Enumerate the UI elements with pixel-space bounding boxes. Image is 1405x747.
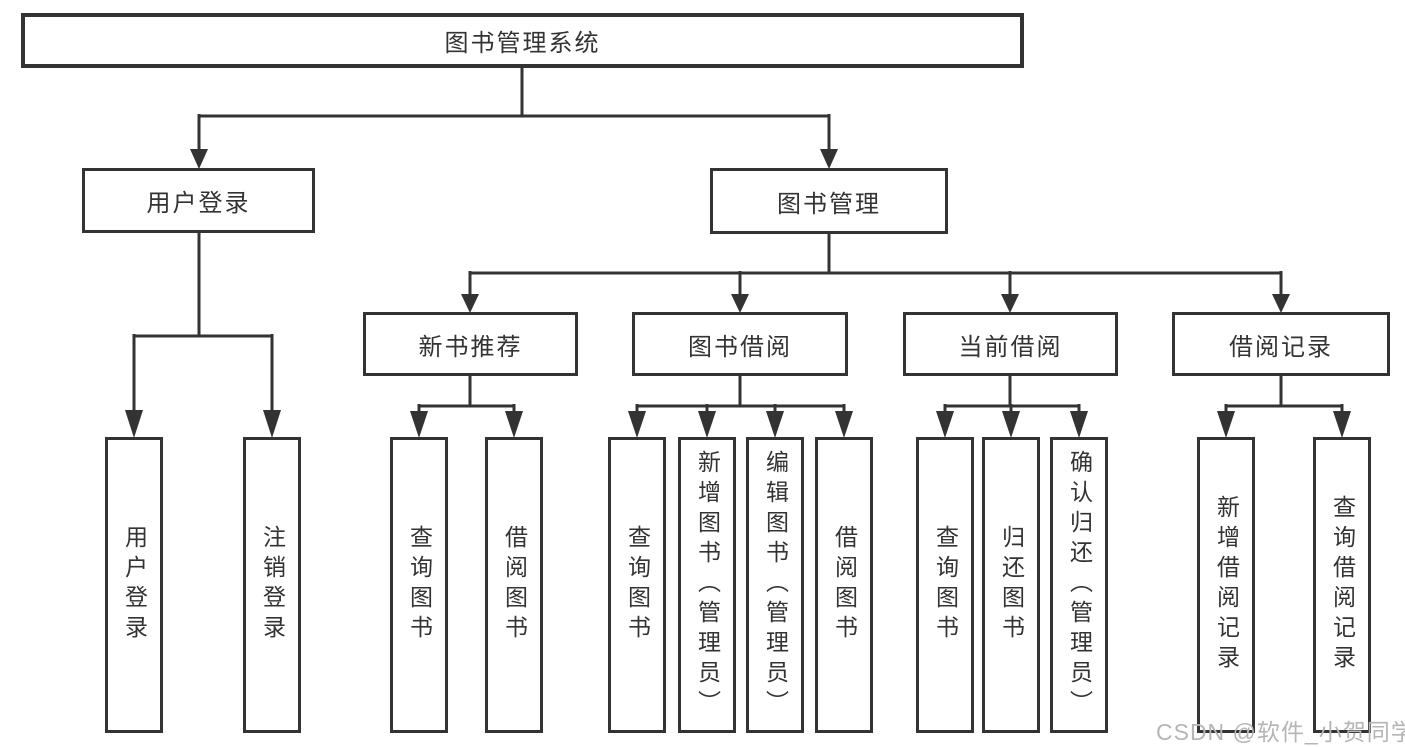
node-leaf-edit-books-admin: 编辑图书（管理员） xyxy=(746,437,804,733)
node-book-borrow: 图书借阅 xyxy=(632,312,848,376)
node-new-book-recommend: 新书推荐 xyxy=(363,312,578,376)
node-leaf-confirm-return-admin: 确认归还（管理员） xyxy=(1050,437,1108,733)
node-book-management: 图书管理 xyxy=(710,168,948,234)
connector-root-to-level2 xyxy=(197,68,831,152)
node-label: 新书推荐 xyxy=(418,333,523,361)
connector-current-borrow-to-leaves xyxy=(943,376,1081,414)
node-current-borrow: 当前借阅 xyxy=(903,312,1118,376)
node-leaf-query-books: 查询图书 xyxy=(390,437,448,733)
node-label: 注销登录 xyxy=(259,525,286,645)
node-leaf-add-borrow-record: 新增借阅记录 xyxy=(1197,437,1255,733)
node-library-management-system: 图书管理系统 xyxy=(21,13,1024,68)
arrow-down-icon xyxy=(1002,411,1020,438)
node-label: 用户登录 xyxy=(146,190,251,217)
node-leaf-borrow-books: 借阅图书 xyxy=(485,437,543,733)
node-label: 借阅图书 xyxy=(501,525,528,645)
node-label: 用户登录 xyxy=(121,525,148,645)
arrow-down-icon xyxy=(1272,294,1290,313)
connector-borrow-records-to-leaves xyxy=(1224,376,1344,414)
node-label: 查询借阅记录 xyxy=(1329,495,1356,675)
node-leaf-user-login: 用户登录 xyxy=(105,437,163,733)
node-label: 借阅记录 xyxy=(1229,333,1333,361)
csdn-watermark: CSDN @软件_小贺同学 xyxy=(1156,719,1405,745)
node-leaf-query-borrow-record: 查询借阅记录 xyxy=(1313,437,1371,733)
arrow-down-icon xyxy=(1070,411,1088,438)
connector-user-login-to-leaves xyxy=(132,233,274,412)
node-leaf-query-books: 查询图书 xyxy=(916,437,974,733)
arrow-down-icon xyxy=(1333,411,1351,438)
arrow-down-icon xyxy=(461,294,479,313)
arrow-down-icon xyxy=(125,410,143,438)
node-label: 图书管理 xyxy=(777,190,881,218)
arrow-down-icon xyxy=(505,411,523,438)
arrow-down-icon xyxy=(698,411,716,438)
connector-book-management-to-level3 xyxy=(468,234,1283,296)
connector-book-borrow-to-leaves xyxy=(635,376,846,414)
node-label: 确认归还（管理员） xyxy=(1066,450,1093,720)
arrow-down-icon xyxy=(766,411,784,438)
node-borrow-records: 借阅记录 xyxy=(1172,312,1390,376)
node-user-login: 用户登录 xyxy=(82,168,315,233)
arrow-down-icon xyxy=(1001,294,1019,313)
node-label: 查询图书 xyxy=(932,525,959,645)
node-leaf-logout: 注销登录 xyxy=(243,437,301,733)
connector-new-book-recommend-to-leaves xyxy=(417,376,516,414)
arrow-down-icon xyxy=(835,411,853,438)
arrow-down-icon xyxy=(190,149,208,169)
node-label: 编辑图书（管理员） xyxy=(762,450,789,720)
node-label: 新增借阅记录 xyxy=(1213,495,1240,675)
arrow-down-icon xyxy=(628,411,646,438)
node-label: 查询图书 xyxy=(624,525,651,645)
arrow-down-icon xyxy=(820,149,838,169)
node-leaf-return-books: 归还图书 xyxy=(982,437,1040,733)
node-label: 当前借阅 xyxy=(958,333,1063,361)
node-label: 借阅图书 xyxy=(831,525,858,645)
arrow-down-icon xyxy=(410,411,428,438)
node-label: 查询图书 xyxy=(406,525,433,645)
node-label: 归还图书 xyxy=(998,525,1025,645)
node-leaf-borrow-books: 借阅图书 xyxy=(815,437,873,733)
arrow-down-icon xyxy=(1217,411,1235,438)
arrow-down-icon xyxy=(936,411,954,438)
arrow-down-icon xyxy=(263,410,281,438)
node-label: 图书管理系统 xyxy=(444,30,601,57)
arrow-down-icon xyxy=(731,294,749,313)
node-leaf-add-books-admin: 新增图书（管理员） xyxy=(678,437,736,733)
node-leaf-query-books: 查询图书 xyxy=(608,437,666,733)
node-label: 新增图书（管理员） xyxy=(694,450,721,720)
node-label: 图书借阅 xyxy=(688,333,792,361)
